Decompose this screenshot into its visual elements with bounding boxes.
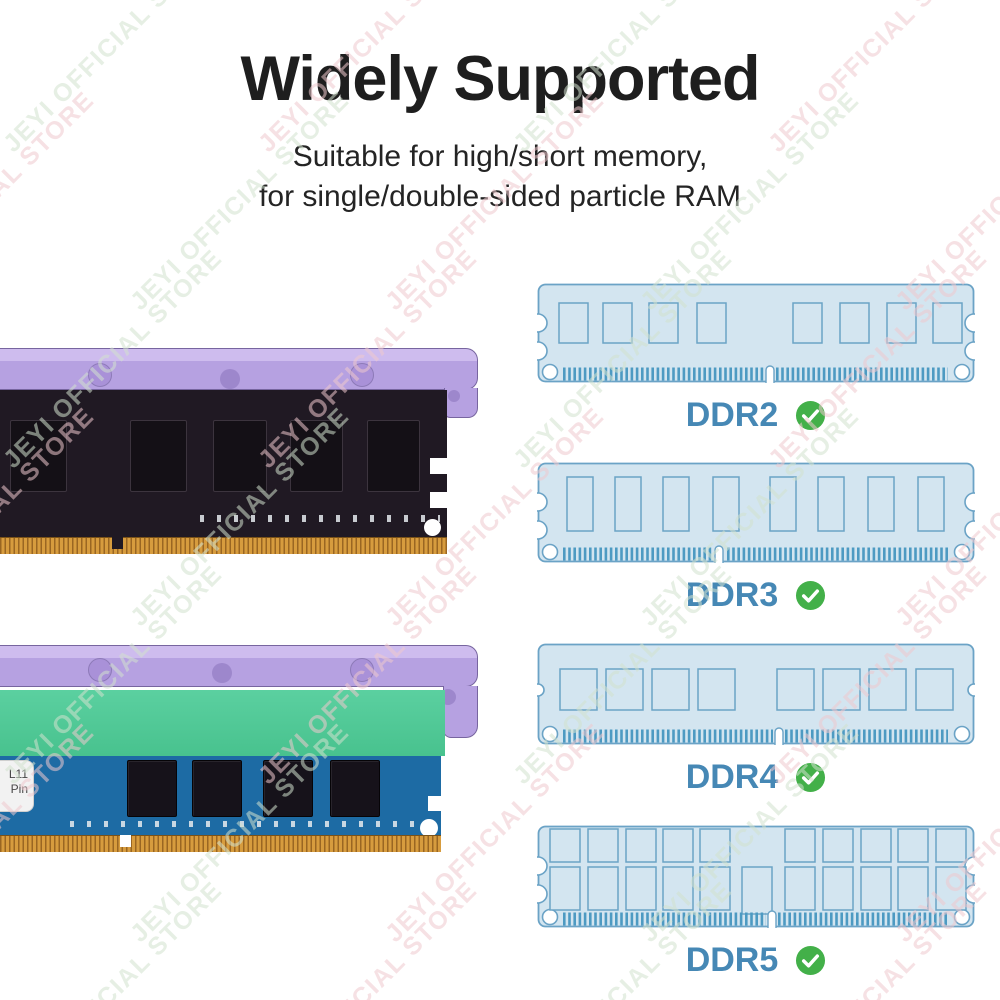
- watermark-text: JEYI OFFICIAL STORE: [0, 0, 101, 1]
- smd-components: [200, 515, 440, 522]
- ddr5-label: DDR5: [685, 941, 779, 979]
- ddr5-label-row: DDR5: [537, 941, 975, 980]
- ddr3-label: DDR3: [685, 576, 779, 614]
- check-circle-icon: [796, 945, 826, 976]
- watermark-text: JEYI OFFICIAL STORE: [635, 0, 866, 1]
- module-ddr4: DDR4: [537, 643, 975, 797]
- memory-chip: [127, 760, 177, 817]
- watermark-text: JEYI OFFICIAL STORE: [380, 0, 611, 1]
- memory-chip: [330, 760, 380, 817]
- photo-ram-blue-with-heatsink-pad: L11 Pin: [0, 641, 482, 856]
- memory-chip: [367, 420, 420, 492]
- heatsink-clip-notch: [212, 663, 232, 683]
- ram-label-line2: Pin: [10, 782, 28, 796]
- pin-key-notch: [112, 537, 123, 549]
- pcb-hole: [420, 819, 438, 837]
- module-ddr5: DDR5: [537, 825, 975, 980]
- memory-chip: [213, 420, 267, 492]
- memory-chip: [10, 420, 67, 492]
- check-circle-icon: [796, 400, 826, 431]
- watermark-text: JEYI OFFICIAL STORE: [253, 875, 483, 1000]
- subtitle-line-1: Suitable for high/short memory,: [292, 140, 708, 173]
- heatsink-end-dimple: [448, 390, 460, 402]
- photo-ram-black-with-heatsink: [0, 345, 482, 557]
- check-circle-icon: [796, 762, 826, 793]
- pcb-clip-notch: [428, 796, 442, 811]
- pin-key-notch: [120, 835, 131, 847]
- memory-chip: [130, 420, 187, 492]
- watermark-text: JEYI OFFICIAL STORE: [890, 0, 1000, 1]
- memory-chip: [290, 420, 343, 492]
- ddr4-label-row: DDR4: [537, 758, 975, 797]
- ddr2-label: DDR2: [685, 396, 779, 434]
- watermark-text: JEYI OFFICIAL STORE: [125, 0, 356, 1]
- gold-pins: [0, 537, 447, 554]
- smd-components: [70, 821, 420, 827]
- purple-heatsink: [0, 348, 478, 390]
- heatsink-hole: [88, 658, 112, 682]
- ddr2-label-row: DDR2: [537, 396, 975, 435]
- ddr4-label: DDR4: [685, 758, 779, 796]
- module-ddr3: DDR3: [537, 462, 975, 615]
- heatsink-clip-notch: [220, 369, 240, 389]
- heatsink-hole: [88, 363, 112, 387]
- pcb-clip-notch: [430, 492, 447, 508]
- memory-chip: [192, 760, 242, 817]
- thermal-pad-green: [0, 690, 445, 756]
- ddr2-stick-diagram: [537, 283, 975, 383]
- ram-label-line1: L11: [8, 767, 28, 781]
- ddr3-stick-diagram: [537, 462, 975, 563]
- purple-heatsink: [0, 645, 478, 687]
- check-circle-icon: [796, 580, 826, 611]
- ddr3-label-row: DDR3: [537, 576, 975, 615]
- ram-sticker-label: L11 Pin: [0, 760, 34, 812]
- gold-pins: [0, 835, 441, 852]
- pcb-hole: [424, 519, 441, 536]
- memory-chip: [263, 760, 313, 817]
- module-ddr2: DDR2: [537, 283, 975, 435]
- pcb-clip-notch: [430, 458, 447, 474]
- page-title: Widely Supported: [240, 44, 761, 114]
- heatsink-hole: [350, 658, 374, 682]
- subtitle-line-2: for single/double-sided particle RAM: [259, 180, 741, 213]
- watermark-text: JEYI OFFICIAL STORE: [0, 875, 228, 1000]
- ddr5-stick-diagram: [537, 825, 975, 928]
- ddr4-stick-diagram: [537, 643, 975, 745]
- heatsink-hole: [350, 363, 374, 387]
